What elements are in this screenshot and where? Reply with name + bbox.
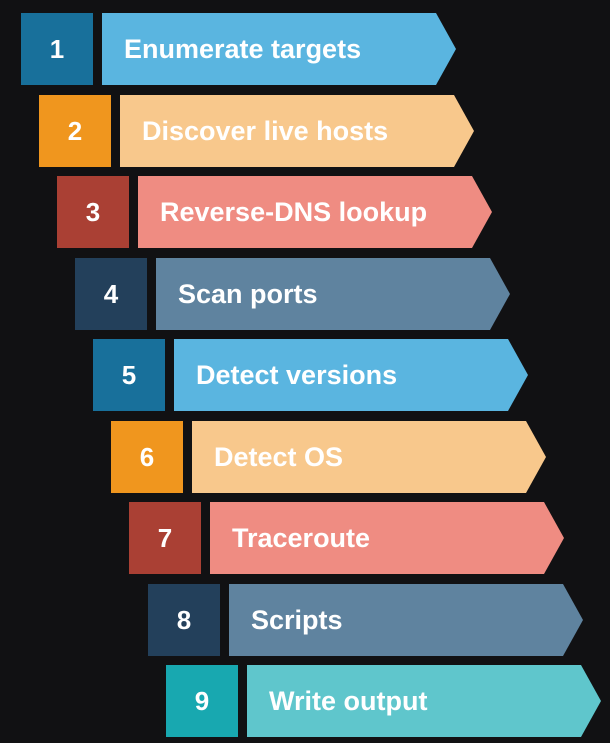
step-2-label: Discover live hosts <box>120 95 474 167</box>
step-5-label: Detect versions <box>174 339 528 411</box>
step-9-label: Write output <box>247 665 601 737</box>
step-3-number: 3 <box>57 176 129 248</box>
step-3-label: Reverse-DNS lookup <box>138 176 492 248</box>
step-1-label: Enumerate targets <box>102 13 456 85</box>
step-4-label: Scan ports <box>156 258 510 330</box>
step-6-label: Detect OS <box>192 421 546 493</box>
step-2-number: 2 <box>39 95 111 167</box>
step-8-label: Scripts <box>229 584 583 656</box>
step-9-number: 9 <box>166 665 238 737</box>
step-5-number: 5 <box>93 339 165 411</box>
step-1-number: 1 <box>21 13 93 85</box>
step-7-label: Traceroute <box>210 502 564 574</box>
step-4-number: 4 <box>75 258 147 330</box>
step-8-number: 8 <box>148 584 220 656</box>
step-6-number: 6 <box>111 421 183 493</box>
step-7-number: 7 <box>129 502 201 574</box>
